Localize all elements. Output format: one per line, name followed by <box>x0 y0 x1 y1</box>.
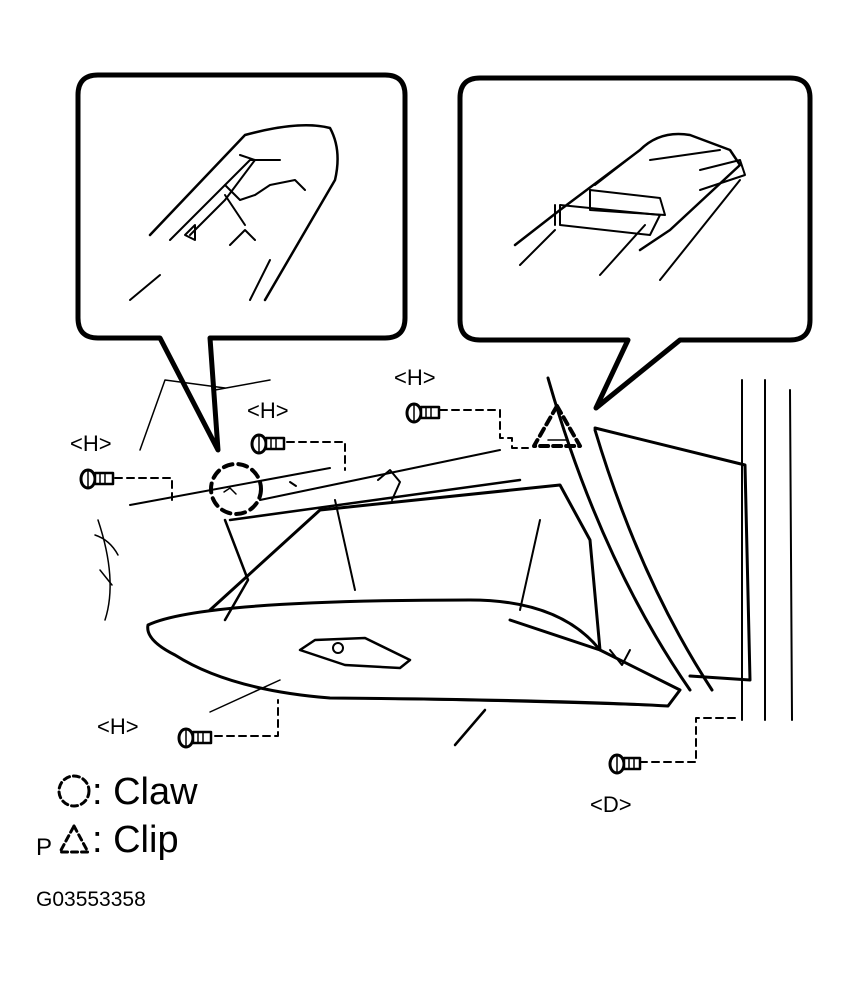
screw-h-bottom <box>177 727 213 749</box>
clip-detail-callout <box>457 75 813 411</box>
legend-clip-symbol <box>58 824 90 854</box>
legend-clip-label: : Clip <box>92 819 179 861</box>
screw-label-d: <D> <box>590 792 632 817</box>
clip-marker <box>532 404 582 448</box>
screw-h-far-left <box>79 468 115 490</box>
legend-claw-label: : Claw <box>92 771 198 813</box>
screw-label-h-bottom: <H> <box>97 714 139 739</box>
screw-d <box>608 753 642 775</box>
claw-detail-callout <box>75 72 408 453</box>
glove-box-assembly <box>94 376 793 747</box>
claw-marker <box>209 462 263 516</box>
figure-id: G03553358 <box>36 888 146 911</box>
legend-clip-prefix: P <box>36 834 53 861</box>
screw-label-h-top: <H> <box>394 365 436 390</box>
legend-claw-symbol <box>57 774 91 808</box>
screw-h-top <box>405 402 441 424</box>
screw-label-h-far-left: <H> <box>70 431 112 456</box>
dashed-leader-lines <box>114 409 739 763</box>
screw-h-mid-left <box>250 433 286 455</box>
screw-label-h-mid-left: <H> <box>247 398 289 423</box>
